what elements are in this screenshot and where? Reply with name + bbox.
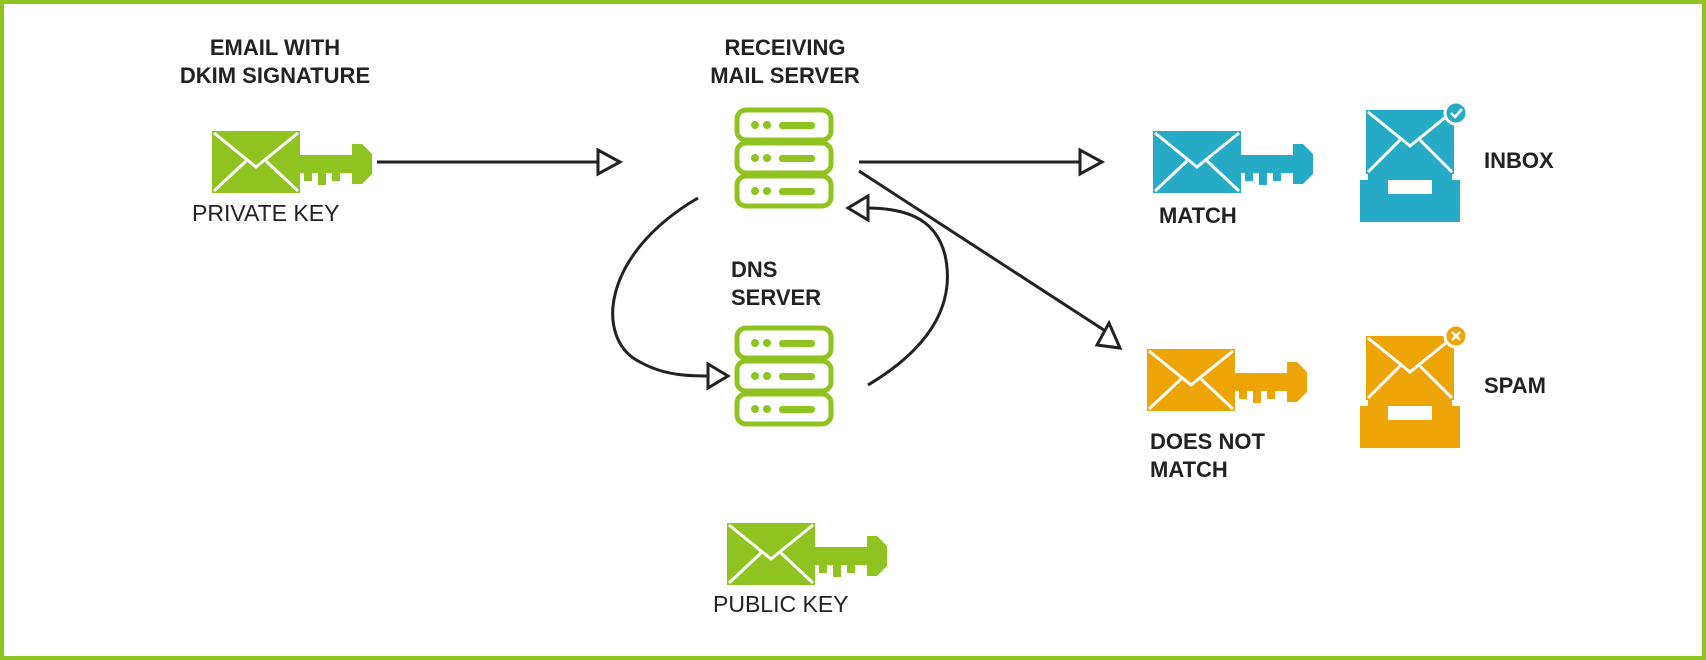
arrowhead-dns-to-server (845, 193, 870, 223)
x-icon (1443, 323, 1469, 349)
spam-tray-icon (1360, 336, 1460, 448)
dns-server-icon (737, 328, 831, 424)
arrow-dns-to-server (865, 206, 949, 387)
spam-label: SPAM (1484, 373, 1546, 398)
dns-server-label-line2: SERVER (731, 285, 822, 310)
arrowhead-server-to-match (1078, 147, 1106, 177)
check-icon (1443, 100, 1469, 126)
does-not-match-label: DOES NOT MATCH (1150, 428, 1265, 484)
arrowhead-email-to-server (596, 147, 624, 177)
inbox-tray-icon (1360, 110, 1460, 222)
does-not-match-label-line2: MATCH (1150, 457, 1228, 482)
dns-server-label-line1: DNS (731, 257, 778, 282)
arrow-server-to-not-match (858, 169, 1111, 336)
public-key-email-icon (725, 521, 889, 587)
match-email-icon (1151, 129, 1315, 195)
does-not-match-label-line1: DOES NOT (1150, 429, 1265, 454)
receiving-server-label-line2: MAIL SERVER (710, 63, 860, 88)
arrow-server-to-dns (611, 196, 711, 378)
arrowhead-server-to-not-match (1094, 319, 1123, 350)
email-label-line2: DKIM SIGNATURE (179, 63, 371, 88)
email-label: EMAIL WITH DKIM SIGNATURE (160, 34, 390, 90)
arrowhead-server-to-dns (706, 361, 731, 391)
email-label-line1: EMAIL WITH (209, 35, 341, 60)
public-key-label: PUBLIC KEY (713, 591, 849, 617)
private-key-label: PRIVATE KEY (192, 200, 340, 226)
signed-email-icon (210, 129, 374, 195)
not-match-email-icon (1145, 347, 1309, 413)
receiving-server-label-line1: RECEIVING (724, 35, 846, 60)
dns-server-label: DNS SERVER (731, 256, 821, 312)
receiving-server-icon (737, 110, 831, 206)
inbox-label: INBOX (1484, 148, 1554, 173)
match-label: MATCH (1159, 203, 1237, 228)
receiving-server-label: RECEIVING MAIL SERVER (680, 34, 890, 90)
